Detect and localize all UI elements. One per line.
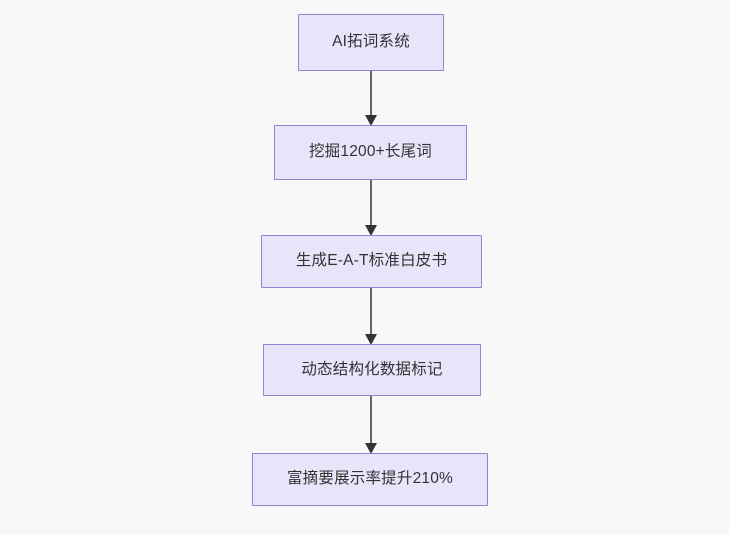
arrowhead-icon [365, 225, 377, 236]
flowchart-node-mine-longtail-keywords[interactable]: 挖掘1200+长尾词 [274, 125, 467, 180]
node-label: AI拓词系统 [332, 33, 410, 51]
flowchart-node-generate-eat-whitepaper[interactable]: 生成E-A-T标准白皮书 [261, 235, 482, 288]
arrowhead-icon [365, 334, 377, 345]
arrowhead-icon [365, 443, 377, 454]
node-label: 挖掘1200+长尾词 [308, 143, 433, 161]
flowchart-node-rich-snippet-impression-lift[interactable]: 富摘要展示率提升210% [252, 453, 488, 506]
node-label: 生成E-A-T标准白皮书 [295, 252, 448, 270]
flowchart-edge-0-to-1 [365, 71, 377, 126]
flowchart-edge-1-to-2 [365, 180, 377, 236]
flowchart-node-dynamic-structured-data-markup[interactable]: 动态结构化数据标记 [263, 344, 481, 396]
arrowhead-icon [365, 115, 377, 126]
node-label: 富摘要展示率提升210% [286, 470, 454, 488]
flowchart-edge-3-to-4 [365, 396, 377, 454]
flowchart-edge-2-to-3 [365, 288, 377, 345]
node-label: 动态结构化数据标记 [301, 360, 443, 378]
flowchart-node-ai-keyword-system[interactable]: AI拓词系统 [298, 14, 444, 71]
